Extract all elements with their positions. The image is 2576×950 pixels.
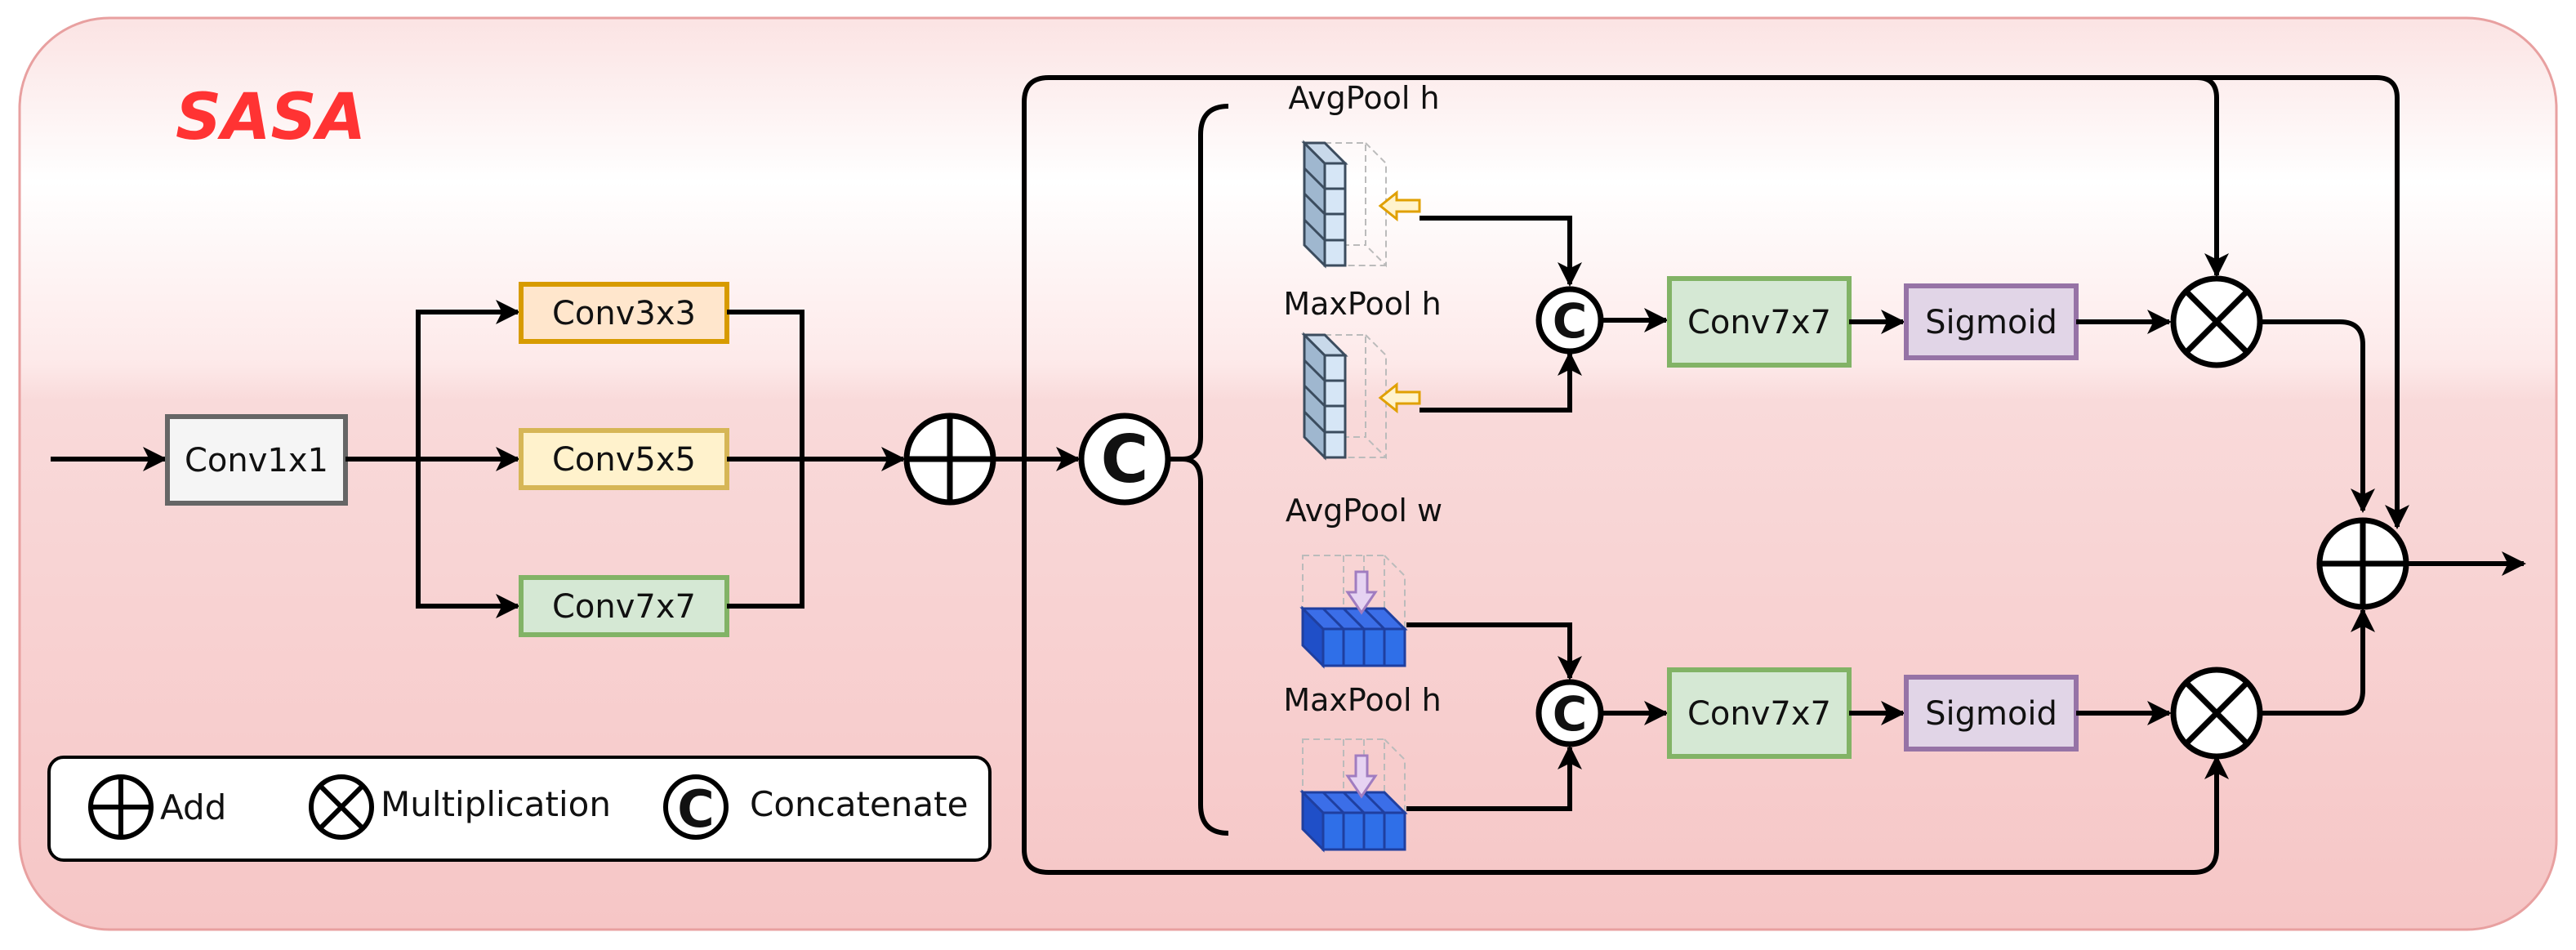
- avgpool-w-label: AvgPool w: [1286, 493, 1442, 529]
- sigmoid-top-label: Sigmoid: [1925, 304, 2057, 341]
- add-op-left: [903, 413, 996, 506]
- maxpool-w-icon: [1299, 738, 1408, 853]
- conv5x5-label: Conv5x5: [552, 441, 696, 479]
- residual-to-mul-bottom: [1022, 459, 2229, 875]
- maxpool-h-label: MaxPool h: [1283, 286, 1441, 322]
- maxpool-w-to-concat: [1406, 745, 1582, 811]
- legend-concatenate-label: Concatenate: [750, 784, 968, 824]
- avgpool-h-label: AvgPool h: [1288, 80, 1439, 116]
- avgpool-h-to-concat: [1419, 216, 1582, 287]
- legend-multiplication-icon: [309, 774, 374, 840]
- conv7x7-left-label: Conv7x7: [552, 588, 696, 626]
- mul-op-bottom: [2170, 667, 2263, 760]
- svg-text:C: C: [1553, 293, 1588, 349]
- split-brace: [1182, 104, 1229, 836]
- diagram-title: SASA: [176, 81, 366, 154]
- legend-concatenate-icon: C: [663, 774, 729, 840]
- maxpool-h2-label: MaxPool h: [1283, 682, 1441, 718]
- svg-text:C: C: [1553, 686, 1588, 742]
- sigmoid-bottom-label: Sigmoid: [1925, 695, 2057, 733]
- maxpool-h-icon: [1301, 332, 1421, 461]
- add-op-final: [2316, 517, 2409, 610]
- conv3x3-label: Conv3x3: [552, 295, 696, 332]
- concat-op-bottom: C: [1535, 679, 1604, 747]
- avgpool-w-to-concat: [1406, 622, 1582, 680]
- svg-text:C: C: [677, 779, 715, 839]
- conv7x7-bottom-label: Conv7x7: [1687, 695, 1831, 733]
- sigmoid-top-block: [1904, 283, 2079, 360]
- legend-multiplication-label: Multiplication: [381, 784, 611, 824]
- conv1x1-block: [165, 414, 348, 506]
- avgpool-h-icon: [1301, 140, 1421, 269]
- conv1x1-label: Conv1x1: [185, 442, 328, 479]
- residual-to-mul-top: [2196, 75, 2229, 278]
- conv5x5-block: [519, 428, 729, 490]
- concat-op-top: C: [1535, 286, 1604, 355]
- legend-add-icon: [88, 774, 154, 840]
- conv7x7-top-label: Conv7x7: [1687, 304, 1831, 341]
- concat-op-main: C: [1078, 413, 1171, 506]
- legend-box: [47, 756, 992, 862]
- mul-bottom-to-add: [2260, 608, 2375, 716]
- sigmoid-bottom-block: [1904, 675, 2079, 752]
- avgpool-w-icon: [1299, 555, 1408, 669]
- mul-op-top: [2170, 275, 2263, 368]
- mul-top-to-add: [2260, 319, 2375, 513]
- conv7x7-left-block: [519, 575, 729, 637]
- branch-to-conv7: [416, 459, 520, 618]
- legend-add-label: Add: [160, 787, 226, 827]
- maxpool-h-to-concat: [1419, 351, 1582, 413]
- conv7x7-top-block: [1667, 276, 1852, 368]
- residual-frame: [1022, 75, 2409, 529]
- svg-text:C: C: [1101, 421, 1149, 497]
